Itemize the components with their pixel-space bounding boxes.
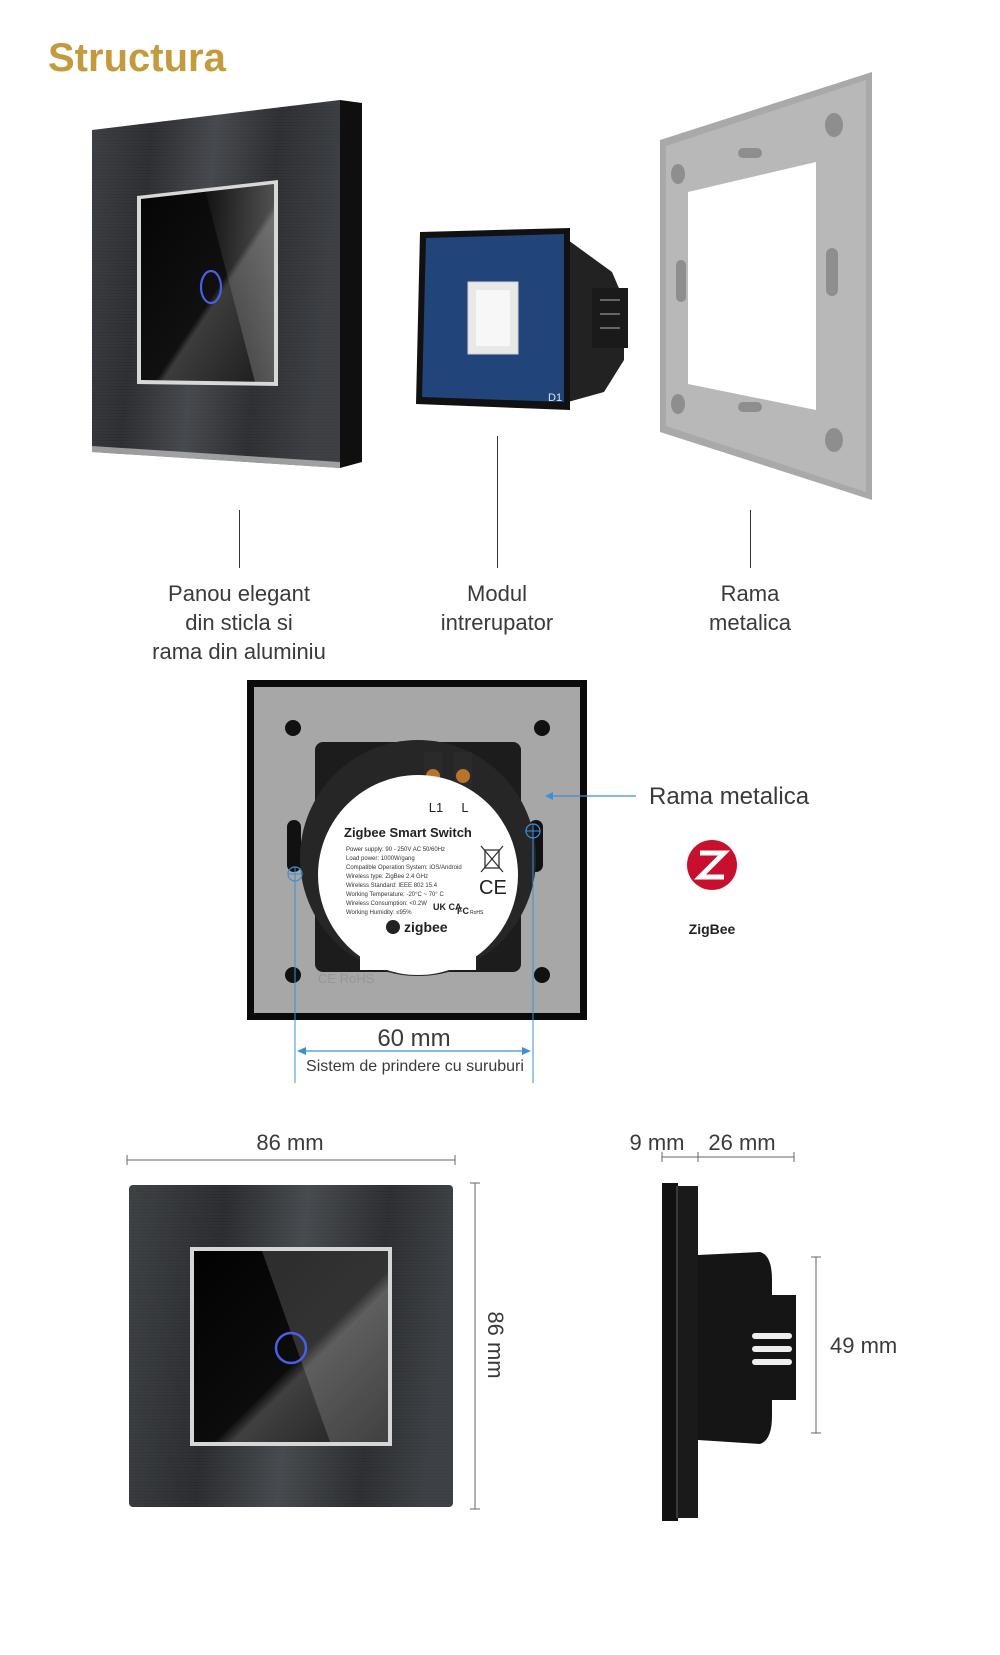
structure-illustration: D1 (92, 72, 872, 500)
front-panel-image (129, 1185, 453, 1507)
spec-line: Working Humidity: ≤95% (346, 910, 412, 916)
weee-bin-icon (480, 845, 504, 873)
product-brand: zigbee (404, 919, 448, 935)
label-line: metalica (709, 610, 791, 635)
zigbee-small-icon (386, 920, 400, 934)
page-title: Structura (48, 36, 226, 80)
connector-line-panel (239, 510, 240, 568)
switch-module-image: D1 (416, 228, 628, 410)
metal-frame-image (660, 72, 872, 500)
spec-line: Wireless Standard: IEEE 802 15.4 (346, 883, 438, 889)
label-line: rama din aluminiu (152, 639, 326, 664)
fcc-mark: FC (457, 906, 469, 916)
rohs-mark: RoHS (470, 910, 484, 916)
label-metal-frame: Rama metalica (660, 579, 840, 637)
spec-line: Working Temperature: -20°C ~ 70° C (346, 892, 444, 898)
connector-line-module (497, 436, 498, 568)
dimensions-illustration (126, 1152, 821, 1521)
module-marking: D1 (548, 392, 562, 404)
spec-line: Power supply: 90 - 250V AC 50/60Hz (346, 847, 445, 853)
glass-panel-image (92, 100, 362, 468)
label-line: Rama (720, 581, 780, 606)
label-glass-panel: Panou elegant din sticla si rama din alu… (114, 579, 364, 666)
side-view-image (662, 1183, 796, 1521)
glass-depth-label: 9 mm (629, 1130, 685, 1155)
label-line: Panou elegant (168, 581, 310, 606)
screw-caption: Sistem de prindere cu suruburi (306, 1058, 524, 1075)
zigbee-logo-text: ZigBee (689, 921, 736, 937)
spec-line: Load power: 1000W/gang (346, 856, 415, 862)
module-depth-label: 26 mm (708, 1130, 776, 1155)
spec-line: Wireless Consumption: <0.2W (346, 901, 427, 907)
width-label: 86 mm (256, 1130, 324, 1155)
back-view-illustration: L1 L Zigbee Smart Switch Power supply: 9… (247, 680, 737, 1083)
label-line: Modul (467, 581, 527, 606)
label-line: din sticla si (185, 610, 293, 635)
terminal-label-l: L (461, 800, 468, 815)
module-height-label: 49 mm (830, 1333, 898, 1358)
zigbee-logo-icon (687, 840, 737, 890)
label-switch-module: Modul intrerupator (397, 579, 597, 637)
frame-marking: CE RoHS (318, 971, 375, 986)
screw-distance: 60 mm (377, 1025, 451, 1052)
spec-line: Compatible Operation System: iOS/Android (346, 865, 462, 871)
connector-line-frame (750, 510, 751, 568)
product-label-title: Zigbee Smart Switch (344, 825, 472, 840)
back-frame-label: Rama metalica (649, 783, 810, 810)
height-label: 86 mm (483, 1311, 508, 1379)
ukca-mark: UK CA (433, 902, 462, 912)
ce-mark: CE (479, 877, 507, 899)
label-line: intrerupator (440, 610, 554, 635)
spec-line: Wireless type: ZigBee 2.4 GHz (346, 874, 428, 880)
terminal-label-l1: L1 (429, 800, 443, 815)
